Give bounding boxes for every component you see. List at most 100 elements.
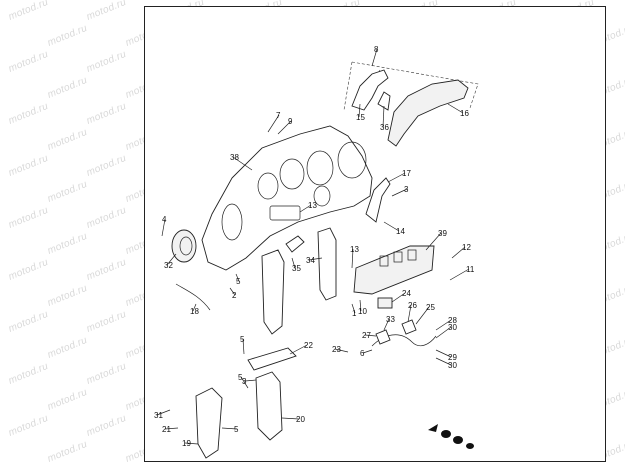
leader-line	[235, 273, 240, 282]
callout-number: 9	[288, 117, 293, 126]
callout-number: 13	[308, 201, 317, 210]
leader-line	[184, 442, 199, 445]
callout-number: 34	[306, 256, 315, 265]
callout-number: 35	[292, 264, 301, 273]
part-26-connector	[401, 319, 417, 335]
leader-line	[351, 303, 356, 314]
leader-line	[383, 221, 400, 232]
callout-number: 27	[362, 331, 371, 340]
leader-line	[415, 306, 430, 325]
callout-number: 11	[466, 265, 475, 274]
gauge-opening-left	[257, 172, 279, 200]
leader-line	[435, 319, 452, 331]
leader-line	[358, 103, 361, 118]
callout-number: 22	[304, 341, 313, 350]
leader-line	[407, 304, 412, 323]
callout-number: 31	[154, 411, 163, 420]
leader-line	[451, 246, 466, 259]
callout-number: 29	[448, 353, 457, 362]
leader-line	[362, 349, 373, 354]
callout-number: 18	[190, 307, 199, 316]
callout-number: 8	[374, 45, 379, 54]
radio-opening	[269, 205, 301, 221]
leader-line	[281, 417, 300, 420]
leader-line	[291, 257, 296, 269]
switch-slot-1	[379, 255, 389, 267]
leader-line	[435, 349, 452, 358]
callout-number: 33	[386, 315, 395, 324]
leader-line	[289, 344, 308, 355]
callout-number: 28	[448, 316, 457, 325]
callout-number: 2	[232, 291, 237, 300]
leader-lines	[156, 48, 470, 445]
leader-line	[447, 103, 464, 114]
callout-number: 6	[360, 349, 365, 358]
leader-line	[229, 287, 236, 296]
gauge-opening-speedometer	[337, 141, 367, 179]
callout-number: 1	[352, 309, 357, 318]
leader-line	[277, 120, 292, 135]
switch-slot-3	[407, 249, 417, 261]
callout-number: 26	[408, 301, 417, 310]
callout-number: 24	[402, 289, 411, 298]
part-16-outer-fairing-cap	[387, 79, 469, 147]
leader-line	[391, 292, 406, 303]
leader-line	[449, 268, 470, 281]
callout-number: 25	[426, 303, 435, 312]
part-39-switch-panel	[353, 245, 435, 295]
gauge-opening-small	[313, 185, 331, 207]
part-19-lower-mount	[195, 387, 223, 459]
callout-number: 10	[358, 307, 367, 316]
gauge-opening-tachometer	[306, 150, 334, 186]
leader-line	[156, 409, 171, 416]
part-27-connector	[375, 329, 391, 345]
part-17-side-bracket	[365, 177, 391, 223]
leader-line	[435, 357, 452, 366]
callout-number: 14	[396, 227, 405, 236]
gauge-opening-center	[279, 158, 305, 190]
speaker-cone	[179, 236, 193, 256]
leader-line	[382, 105, 385, 128]
callout-number: 36	[380, 123, 389, 132]
callout-number: 3	[404, 185, 409, 194]
callout-number: 13	[350, 245, 359, 254]
part-34-vertical-bracket	[317, 227, 337, 301]
leader-line	[267, 114, 280, 133]
leader-line	[192, 303, 197, 312]
part-32-speaker	[171, 229, 197, 263]
leader-line	[334, 348, 349, 353]
callout-number: 5	[238, 373, 243, 382]
part-22-mount-bracket	[247, 347, 297, 371]
part-15-bracket	[351, 69, 389, 111]
callout-number: 12	[462, 243, 471, 252]
callout-number: 16	[460, 109, 469, 118]
leader-line	[308, 257, 323, 261]
leader-line	[359, 299, 362, 312]
part-38-inner-fairing	[201, 125, 373, 271]
leader-line	[164, 427, 179, 430]
leader-line	[244, 379, 257, 382]
callout-number: 7	[276, 111, 281, 120]
callout-number: 3	[242, 377, 247, 386]
switch-slot-2	[393, 251, 403, 263]
callout-number: 38	[230, 153, 239, 162]
leader-line	[161, 218, 166, 237]
leader-line	[232, 156, 253, 171]
front-direction-arrow-icon	[428, 424, 474, 449]
callout-number: 5	[234, 425, 239, 434]
part-35-connector	[285, 235, 305, 253]
part-24-module	[377, 297, 393, 309]
leader-line	[435, 326, 452, 339]
leader-line	[240, 376, 249, 389]
leader-line	[299, 204, 312, 213]
callout-number: 4	[162, 215, 167, 224]
callout-number: 5	[240, 335, 245, 344]
leader-line	[391, 188, 408, 197]
part-20-lower-bracket	[255, 371, 283, 441]
part-35-bracket	[261, 249, 285, 335]
leader-line	[221, 427, 238, 430]
callout-number: 5	[236, 277, 241, 286]
leader-line	[242, 338, 245, 355]
